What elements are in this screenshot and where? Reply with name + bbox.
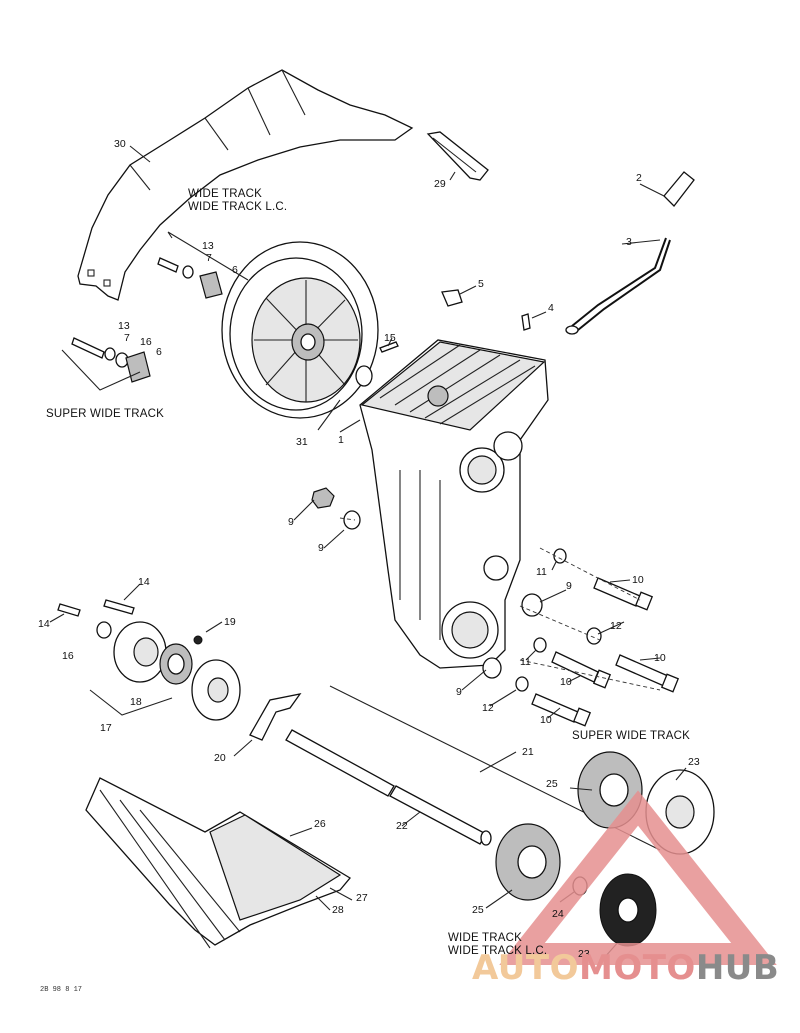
callout-25-b: 25 [472, 904, 484, 916]
caption-wide-track-lc-bottom: WIDE TRACK L.C. [448, 945, 548, 957]
callout-25-a: 25 [546, 778, 558, 790]
leader-lines [49, 145, 687, 959]
callout-6-bottom: 6 [156, 346, 162, 358]
drive-axle-part [285, 685, 661, 851]
callout-30: 30 [114, 138, 126, 150]
callout-20: 20 [214, 752, 226, 764]
callout-27: 27 [356, 892, 368, 904]
bolts-right-group [482, 548, 680, 727]
washer-9-part [343, 510, 361, 530]
watermark-part-auto: AUTO [472, 948, 579, 988]
callout-24: 24 [552, 908, 564, 920]
caption-wide-track-lc-top: WIDE TRACK L.C. [188, 201, 288, 213]
bracket-super-wide-track [61, 349, 141, 391]
watermark-part-hub: HUB [695, 948, 780, 988]
callout-11-a: 11 [536, 566, 547, 578]
callout-17: 17 [100, 722, 112, 734]
callout-9-c: 9 [456, 686, 462, 698]
caption-super-wide-track-right: SUPER WIDE TRACK [572, 730, 691, 742]
callout-10-b: 10 [654, 652, 666, 664]
callout-10-c: 10 [560, 676, 572, 688]
callout-29: 29 [434, 178, 446, 190]
lever-part [565, 171, 695, 335]
callout-23-b: 23 [578, 948, 590, 960]
callout-5: 5 [478, 278, 484, 290]
callout-15: 15 [384, 332, 396, 344]
track-guard-part [77, 69, 414, 301]
callout-10-d: 10 [540, 714, 552, 726]
watermark-text: AUTOMOTOHUB [472, 948, 779, 988]
callout-12-a: 12 [610, 620, 622, 632]
callout-1: 1 [338, 434, 344, 446]
callout-2: 2 [636, 172, 642, 184]
pin-15-part [379, 341, 399, 353]
clip-part [441, 289, 463, 307]
callout-4: 4 [548, 302, 554, 314]
caption-wide-track-bottom: WIDE TRACK [448, 932, 522, 944]
watermark-triangle [499, 790, 777, 965]
callout-9-b: 9 [566, 580, 572, 592]
nut-part [311, 487, 335, 509]
callout-23-a: 23 [688, 756, 700, 768]
washer-part [355, 365, 373, 387]
callout-14-b: 14 [38, 618, 50, 630]
callout-31: 31 [296, 436, 308, 448]
callout-12-b: 12 [482, 702, 494, 714]
pin-part [521, 313, 531, 331]
caption-super-wide-track-left: SUPER WIDE TRACK [46, 408, 165, 420]
callout-6-top: 6 [232, 264, 238, 276]
callout-21: 21 [522, 746, 534, 758]
driven-pulley-part [221, 241, 379, 419]
callout-8: 9 [288, 516, 294, 528]
bracket-wide-track [167, 231, 249, 281]
watermark-part-moto: MOTO [578, 948, 696, 988]
callout-10-a: 10 [632, 574, 644, 586]
callout-19: 19 [224, 616, 236, 628]
callout-11-b: 11 [520, 656, 531, 668]
callout-18: 18 [130, 696, 142, 708]
bearing-housing-group [57, 599, 302, 741]
chaincase-housing-part [359, 339, 549, 669]
callout-14-a: 14 [138, 576, 150, 588]
callout-3: 3 [626, 236, 632, 248]
callout-7-top: 7 [206, 252, 212, 264]
callout-22: 22 [396, 820, 408, 832]
callout-13-bottom: 13 [118, 320, 130, 332]
callout-26: 26 [314, 818, 326, 830]
callout-9-a: 9 [318, 542, 324, 554]
callout-16-top: 16 [140, 336, 152, 348]
callout-16-bottom: 16 [62, 650, 74, 662]
callout-28: 28 [332, 904, 344, 916]
callout-13-top: 13 [202, 240, 214, 252]
left-spacer-group [71, 257, 223, 383]
track-part [85, 777, 351, 949]
callout-7-bottom: 7 [124, 332, 130, 344]
caption-wide-track-top: WIDE TRACK [188, 188, 262, 200]
decal-part [426, 131, 489, 181]
drawing-code: 2B 98 8 17 [40, 986, 83, 994]
